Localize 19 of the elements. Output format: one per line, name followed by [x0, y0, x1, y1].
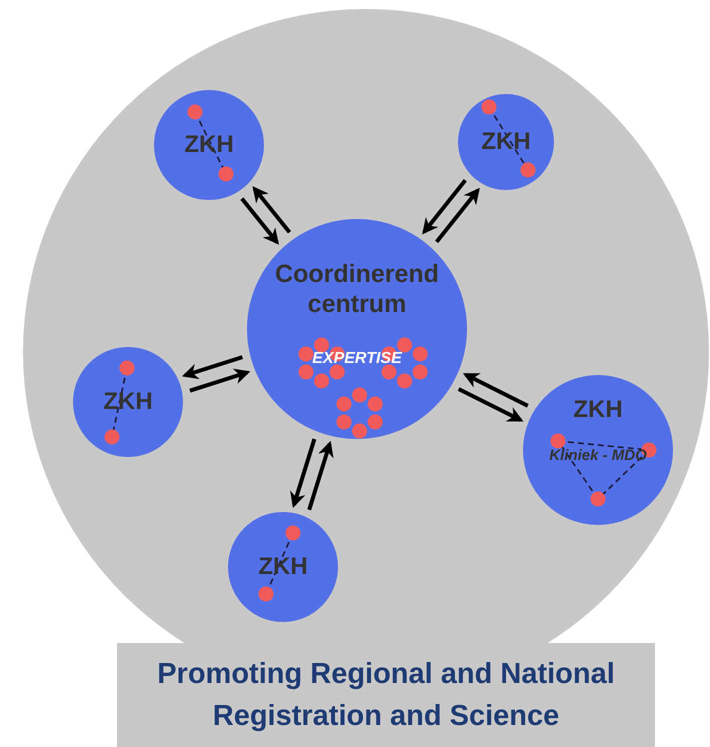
arrow [182, 355, 243, 380]
node-title: ZKH [481, 128, 531, 156]
arrow [290, 438, 316, 508]
arrow [189, 368, 250, 393]
arrow [252, 186, 292, 234]
arrow [458, 387, 524, 422]
arrow [435, 188, 480, 244]
node-title: ZKH [184, 130, 234, 160]
node-subtitle: EXPERTISE [312, 350, 402, 368]
arrow [307, 440, 334, 510]
arrow [240, 197, 279, 245]
caption-banner [117, 643, 655, 747]
node-title: ZKH [258, 552, 308, 582]
node-title: Coordinerend centrum [274, 259, 440, 319]
arrow [462, 372, 529, 408]
banner-text: Promoting Regional and National Registration and Science [156, 656, 616, 734]
node-title: ZKH [573, 396, 623, 425]
arrow [422, 179, 467, 234]
node-title: ZKH [103, 388, 153, 416]
